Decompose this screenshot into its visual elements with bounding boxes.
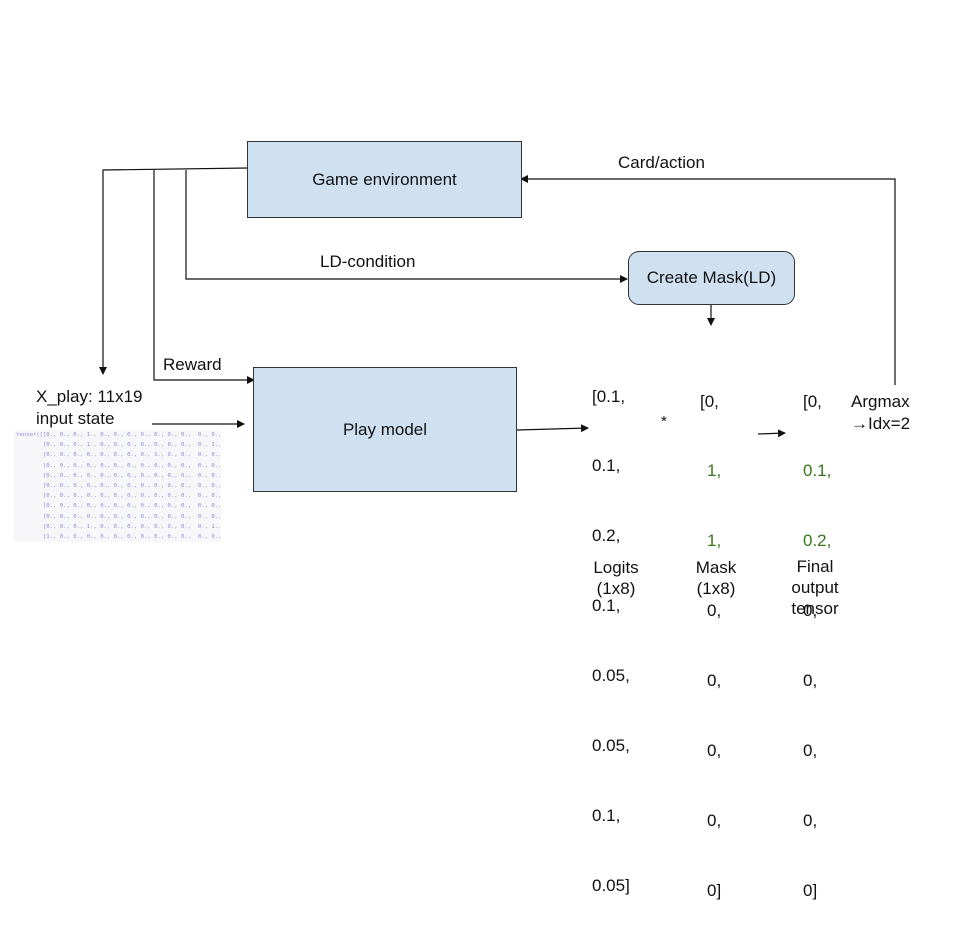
argmax-index: →Idx=2 (851, 414, 911, 433)
logit-value: 0.1, (592, 805, 621, 825)
tensor-row: [0., 0., 0., 0., 0., 0., 0., 0., 0., 0.,… (42, 493, 220, 500)
argmax-label: Argmax (851, 392, 910, 411)
input-state-title: X_play: 11x19 (36, 387, 143, 406)
wire-action-feedback (520, 175, 896, 385)
final-output-vector: [0, 0.1, 0.2, 0, 0, 0, 0, 0] (803, 343, 831, 925)
logit-value: 0.05] (592, 875, 630, 895)
input-state-subtitle: input state (36, 409, 115, 428)
create-mask-label: Create Mask(LD) (646, 268, 777, 287)
caption-line: Mask (695, 558, 737, 577)
ld-condition-label: LD-condition (320, 252, 416, 271)
tensor-row: [0., 0., 0., 0., 0., 0., 0., 0., 0., 0.,… (42, 483, 220, 490)
logit-value: 0.1, (592, 596, 621, 616)
play-model-label: Play model (342, 419, 428, 439)
card-action-label: Card/action (618, 153, 705, 172)
mask-value: 0, (707, 741, 722, 761)
final-value: 0.2, (803, 531, 832, 551)
multiply-symbol: * (661, 413, 667, 430)
mask-value: 1, (707, 531, 722, 551)
mask-value: 0, (707, 601, 722, 621)
create-mask-box: Create Mask(LD) (628, 251, 795, 305)
final-value: 0] (803, 880, 818, 900)
final-value: 0, (803, 601, 818, 621)
diagram-wires (99, 167, 896, 438)
logit-value: 0.1, (592, 456, 621, 476)
mask-caption: Mask (1x8) (686, 557, 746, 599)
mask-value: 1, (707, 461, 722, 481)
wire-env-to-input (99, 167, 249, 375)
tensor-row: [0., 0., 0., 0., 0., 0., 0., 0., 0., 0.,… (42, 513, 220, 520)
wire-ld-condition (185, 170, 628, 283)
caption-line: (1x8) (696, 579, 736, 598)
mask-value: 0, (707, 671, 722, 691)
mask-vector: [0, 1, 1, 0, 0, 0, 0, 0] (700, 343, 721, 925)
tensor-row: [0., 0., 0., 1., 0., 0., 0., 0., 0., 0.,… (42, 442, 220, 449)
wire-reward (153, 170, 255, 384)
logit-value: 0.05, (592, 736, 630, 756)
final-value: 0, (803, 810, 818, 830)
logits-caption: Logits (1x8) (586, 557, 646, 599)
logit-value: [0.1, (592, 386, 626, 406)
final-caption: Final output tensor (782, 556, 848, 619)
tensor-row: [1., 0., 0., 0., 0., 0., 0., 0., 0., 0.,… (42, 534, 220, 541)
tensor-row: tensor([[0., 0., 0., 1., 0., 0., 0., 0.,… (16, 432, 220, 438)
logit-value: 0.05, (592, 666, 630, 686)
mask-value: 0, (707, 810, 722, 830)
final-value: 0, (803, 741, 818, 761)
caption-line: (1x8) (596, 579, 636, 598)
tensor-row: [0., 0., 0., 0., 0., 0., 0., 0., 0., 0.,… (42, 462, 220, 469)
tensor-row: [0., 0., 0., 0., 0., 0., 0., 0., 0., 0.,… (42, 503, 220, 510)
tensor-row: [0., 0., 0., 0., 0., 0., 0., 0., 1., 0.,… (42, 452, 220, 459)
final-value: 0, (803, 671, 818, 691)
final-value: [0, (803, 391, 822, 411)
game-environment-label: Game environment (312, 169, 457, 189)
logits-vector: [0.1, 0.1, 0.2, 0.1, 0.05, 0.05, 0.1, 0.… (592, 338, 630, 920)
tensor-row: [0., 0., 0., 0., 0., 0., 0., 0., 0., 0.,… (42, 472, 220, 479)
tensor-row: [0., 0., 0., 1., 0., 0., 0., 0., 0., 0.,… (42, 523, 220, 530)
reward-label: Reward (163, 355, 222, 374)
wire-model-to-logits (516, 424, 589, 433)
play-model-box: Play model (253, 367, 517, 492)
game-environment-box: Game environment (247, 141, 522, 218)
caption-line: output (791, 578, 839, 597)
caption-line: Logits (593, 558, 639, 577)
mask-value: [0, (700, 391, 719, 411)
final-value: 0.1, (803, 461, 832, 481)
caption-line: Final (796, 557, 834, 576)
logit-value: 0.2, (592, 526, 621, 546)
wire-to-final (757, 429, 786, 438)
caption-line: tensor (791, 599, 839, 618)
input-tensor-snapshot: tensor([[0., 0., 0., 1., 0., 0., 0., 0.,… (14, 430, 220, 542)
mask-value: 0] (707, 880, 722, 900)
